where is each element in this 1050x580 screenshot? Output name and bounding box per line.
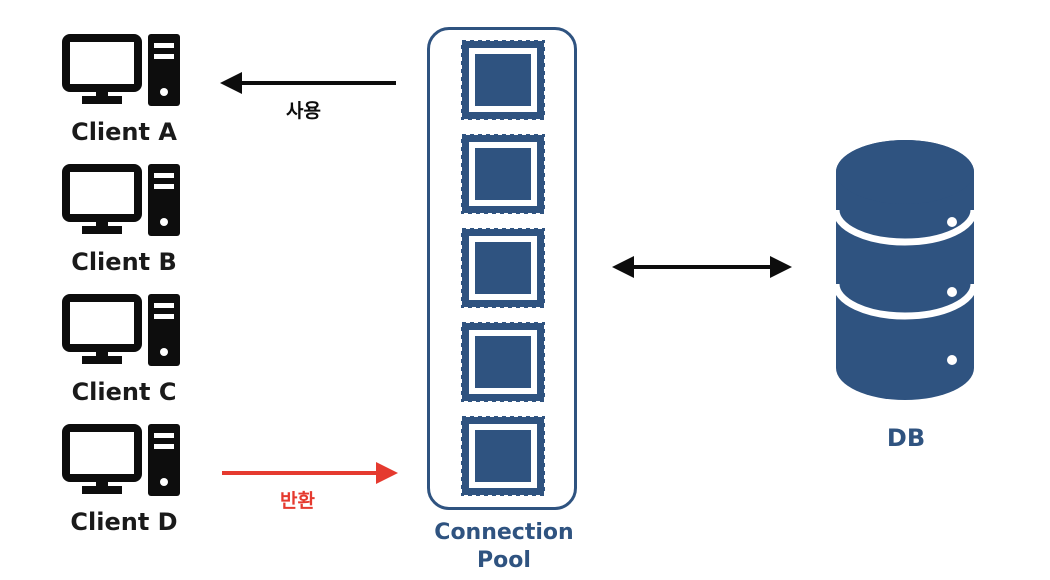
computer-icon <box>62 424 180 496</box>
use-arrow <box>220 72 396 94</box>
computer-icon <box>62 34 180 106</box>
client-b: Client B <box>50 164 198 294</box>
connection-icon <box>461 228 545 308</box>
client-label: Client B <box>71 248 177 276</box>
client-c: Client C <box>50 294 198 424</box>
client-d: Client D <box>50 424 198 554</box>
computer-icon <box>62 164 180 236</box>
bidirectional-arrow <box>612 256 792 278</box>
pool-label-line2: Pool <box>477 548 531 573</box>
connection-pool-container <box>427 27 577 510</box>
connection-icon <box>461 322 545 402</box>
connection-icon <box>461 134 545 214</box>
db-label: DB <box>886 424 926 452</box>
client-label: Client C <box>71 378 177 406</box>
connection-icon <box>461 40 545 120</box>
computer-icon <box>62 294 180 366</box>
connection-icon <box>461 416 545 496</box>
client-label: Client A <box>71 118 177 146</box>
connection-pool-label: Connection Pool <box>412 519 596 575</box>
return-arrow <box>222 462 398 484</box>
database-icon <box>834 140 976 400</box>
client-label: Client D <box>70 508 178 536</box>
client-a: Client A <box>50 34 198 164</box>
return-label: 반환 <box>280 490 315 512</box>
use-label: 사용 <box>286 100 321 122</box>
pool-label-line1: Connection <box>434 520 574 545</box>
